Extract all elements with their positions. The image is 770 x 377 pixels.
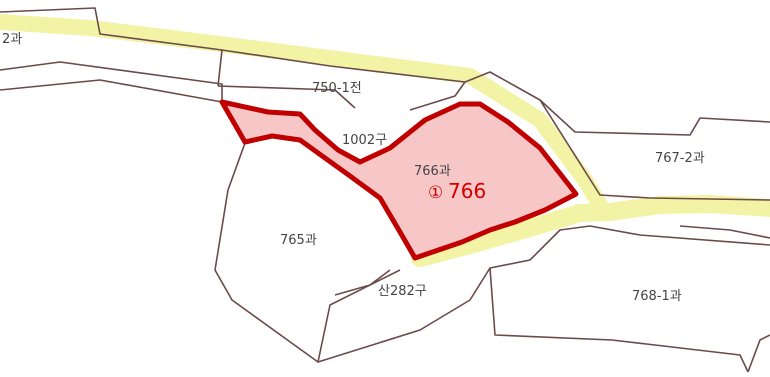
label-parcel-766: 766과 (414, 164, 451, 179)
road-bottom (411, 195, 770, 267)
label-parcel-767-2: 767-2과 (655, 151, 705, 166)
highlighted-parcel-766[interactable] (219, 99, 579, 261)
label-parcel-1002: 1002구 (342, 133, 387, 148)
parcel-lines (0, 7, 770, 373)
label-parcel-742: 2과 (2, 32, 22, 47)
marker-circle-icon: ① (428, 183, 443, 203)
road-top (0, 14, 608, 213)
label-parcel-282: 산282구 (378, 284, 427, 299)
label-parcel-750-1: 750-1전 (312, 81, 362, 96)
marker-parcel-number: 766 (448, 179, 486, 203)
label-parcel-768-1: 768-1과 (632, 289, 682, 304)
label-parcel-765: 765과 (280, 233, 317, 248)
